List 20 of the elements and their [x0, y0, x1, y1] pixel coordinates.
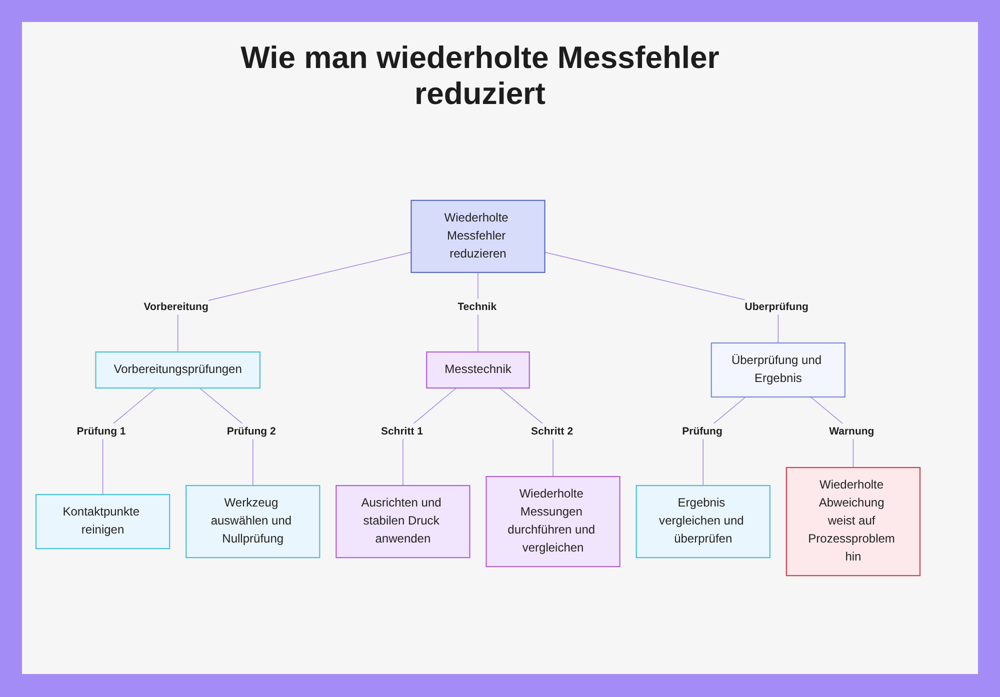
edge-label: Prüfung 1	[76, 424, 126, 437]
node-box: Kontaktpunkte reinigen	[35, 494, 170, 550]
edge-label: Prüfung 2	[226, 424, 276, 437]
node-box: Messtechnik	[426, 351, 530, 389]
node-box: Vorbereitungsprüfungen	[95, 351, 260, 389]
edge-label: Schritt 2	[531, 424, 574, 437]
edge-label: Vorbereitung	[144, 300, 208, 312]
title: Wie man wiederholte Messfehler reduziert	[240, 40, 720, 112]
edge-label: Schritt 1	[380, 424, 423, 437]
edge-label: Uberprüfung	[744, 300, 808, 312]
edge-label: Prüfung	[682, 424, 722, 437]
edge-label: Warnung	[829, 424, 874, 437]
node-box: Überprüfung und Ergebnis	[710, 342, 846, 398]
edge-label: Technik	[458, 300, 497, 312]
node-box: Wiederholte Abweichung weist auf Prozessproblem hin	[786, 466, 921, 576]
node-box: Ergebnis vergleichen und überprüfen	[636, 485, 770, 558]
node-box: Wiederholte Messungen durchführen und vergleichen	[486, 476, 620, 568]
node-box: Wiederholte Messfehler reduzieren	[410, 200, 546, 273]
node-box: Werkzeug auswählen und Nullprüfung	[186, 485, 320, 558]
node-box: Ausrichten und stabilen Druck anwenden	[336, 485, 470, 558]
